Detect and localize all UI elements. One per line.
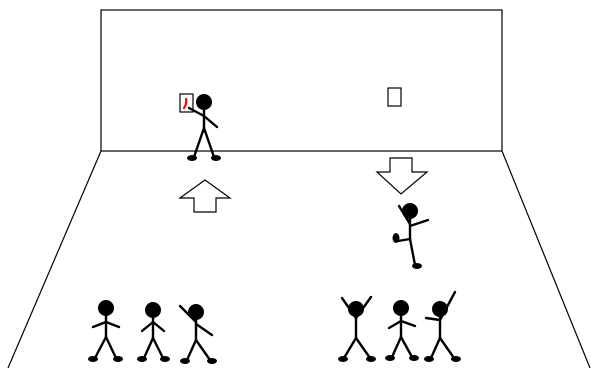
wall-rectangle: [100, 9, 503, 152]
person-head: [402, 203, 418, 219]
red-mark: [182, 97, 188, 110]
card-outline-right: [387, 87, 402, 107]
up-arrow-icon: [178, 179, 232, 213]
left-group-person-3: [178, 304, 217, 364]
wall-person: [187, 94, 221, 161]
person-head: [196, 94, 212, 110]
down-arrow-icon: [375, 157, 429, 195]
right-group-person-3: [424, 290, 461, 362]
floor-left-line: [7, 150, 102, 368]
left-group-person-1: [88, 300, 123, 362]
floor-right-line: [501, 150, 591, 368]
right-group-person-2: [385, 300, 419, 361]
moving-person: [392, 203, 430, 269]
wall-card-right: [387, 87, 402, 107]
left-group-person-2: [137, 302, 170, 362]
right-group-person-1: [338, 295, 376, 362]
